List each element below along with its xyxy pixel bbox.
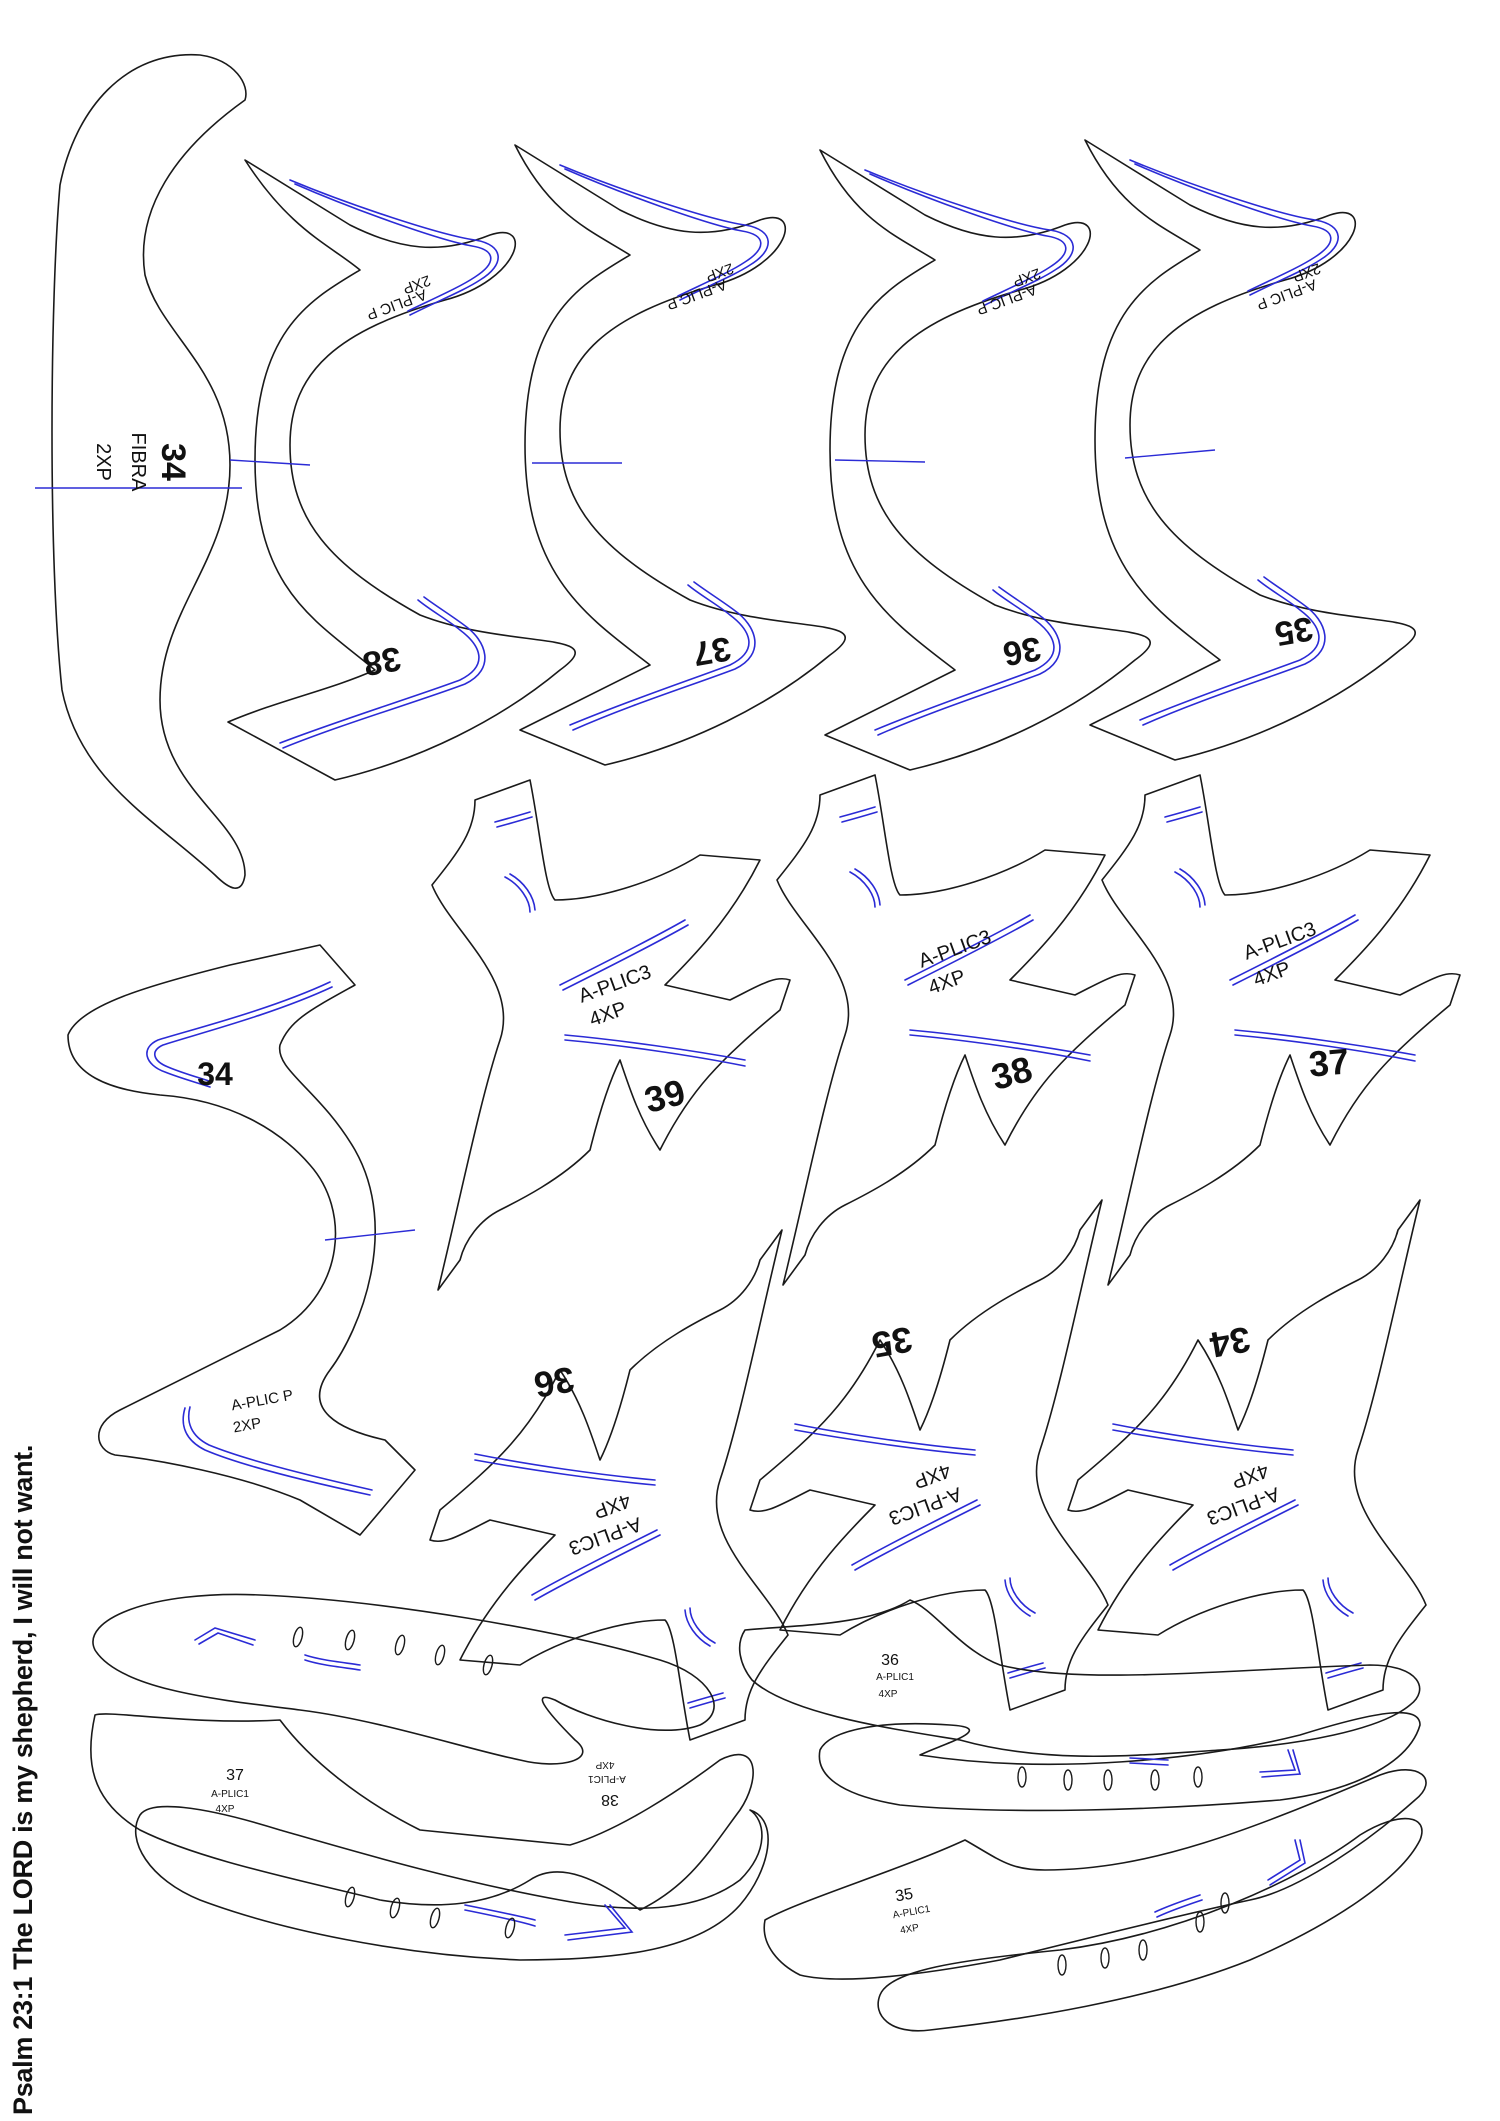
piece-38-aplic1 <box>92 1593 715 1765</box>
piece-34-aplic-p: 34 A-PLIC P 2XP <box>67 944 416 1536</box>
piece-37-aplic1: 37 A-PLIC1 4XP 38 A-PLIC1 4XP <box>90 1713 769 1961</box>
piece-36-aplic1: 36 A-PLIC1 4XP <box>738 1599 1421 1812</box>
piece-37-aplic3: A-PLIC3 4XP 37 <box>1101 774 1461 1286</box>
piece-34-aplic3: A-PLIC3 4XP 34 <box>1067 1199 1427 1711</box>
piece-38-aplic1-number: 38 <box>601 1791 619 1808</box>
piece-34-aplic3-number: 34 <box>1207 1319 1254 1366</box>
piece-34-fibra: 34 FIBRA 2XP <box>35 54 247 889</box>
piece-37-aplic3-qty: 4XP <box>1250 958 1293 992</box>
piece-34-fibra-material: FIBRA <box>127 433 149 493</box>
piece-38-aplic1-qty: 4XP <box>595 1759 614 1770</box>
piece-37-tongue-qty: 2XP <box>703 259 735 285</box>
piece-38-aplic1-code: A-PLIC1 <box>588 1773 626 1784</box>
piece-37-aplic1-qty: 4XP <box>216 1804 235 1815</box>
piece-36-aplic1-code: A-PLIC1 <box>876 1672 914 1683</box>
footer-verse: Psalm 23:1 The LORD is my shepherd, I wi… <box>8 1444 38 2115</box>
piece-38-aplic3-code: A-PLIC3 <box>916 926 995 973</box>
piece-35-aplic1: 35 A-PLIC1 4XP <box>763 1769 1427 2032</box>
piece-35-aplic3: A-PLIC3 4XP 35 <box>749 1199 1109 1711</box>
piece-37-tongue-number: 37 <box>690 629 734 673</box>
piece-35-tongue-qty: 2XP <box>1290 259 1322 285</box>
piece-35-aplic1-number: 35 <box>894 1886 915 1906</box>
piece-36-tongue-qty: 2XP <box>1010 264 1042 290</box>
piece-38-aplic3: A-PLIC3 4XP 38 <box>776 774 1136 1286</box>
piece-38-aplic3-number: 38 <box>987 1048 1036 1098</box>
piece-34-aplic-p-number: 34 <box>197 1056 233 1092</box>
piece-36-aplic3: A-PLIC3 4XP 36 <box>429 1229 789 1741</box>
piece-35-aplic1-qty: 4XP <box>899 1922 920 1936</box>
piece-35-tongue: 35 A-PLIC P 2XP <box>1084 139 1416 761</box>
piece-34-fibra-qty: 2XP <box>92 443 114 481</box>
piece-34-fibra-number: 34 <box>154 443 192 481</box>
piece-37-aplic3-code: A-PLIC3 <box>1241 918 1320 965</box>
piece-39-aplic3-number: 39 <box>640 1071 689 1121</box>
piece-36-aplic3-number: 36 <box>531 1359 578 1406</box>
piece-37-tongue: 37 A-PLIC P 2XP <box>514 144 846 766</box>
piece-35-aplic1-code: A-PLIC1 <box>892 1904 932 1921</box>
piece-38-tongue-qty: 2XP <box>400 271 432 297</box>
piece-39-aplic3: A-PLIC3 4XP 39 <box>431 779 791 1291</box>
piece-34-aplic-p-code: A-PLIC P <box>230 1387 295 1415</box>
piece-38-aplic3-qty: 4XP <box>925 966 968 1000</box>
piece-36-aplic1-number: 36 <box>881 1652 899 1669</box>
piece-35-tongue-number: 35 <box>1272 609 1316 653</box>
piece-36-tongue: 36 A-PLIC P 2XP <box>819 149 1151 771</box>
piece-36-aplic1-qty: 4XP <box>879 1689 898 1700</box>
piece-36-tongue-number: 36 <box>1000 629 1044 673</box>
piece-35-aplic3-number: 35 <box>869 1319 916 1366</box>
piece-38-tongue-number: 38 <box>360 639 404 683</box>
piece-37-aplic3-number: 37 <box>1307 1040 1350 1084</box>
piece-38-tongue: 38 A-PLIC P 2XP <box>227 159 576 781</box>
piece-37-aplic1-code: A-PLIC1 <box>211 1789 249 1800</box>
piece-37-aplic1-number: 37 <box>226 1767 244 1784</box>
piece-34-aplic-p-qty: 2XP <box>232 1415 263 1437</box>
